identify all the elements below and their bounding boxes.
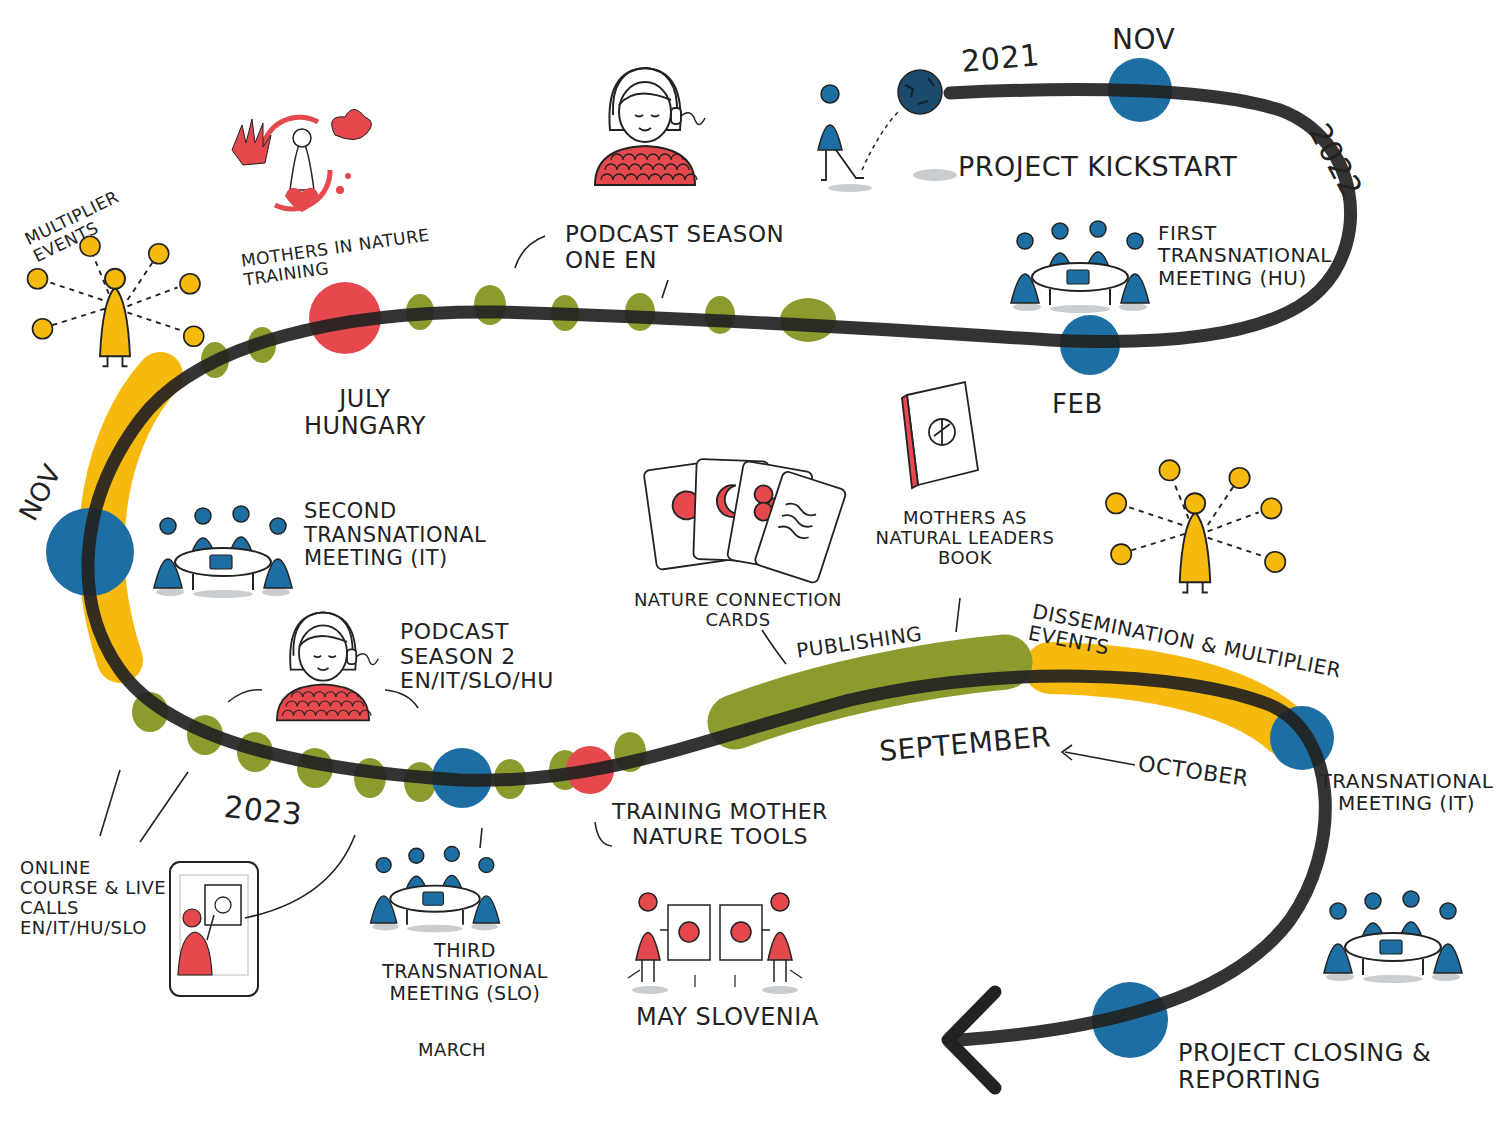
kicker-figure <box>818 70 957 192</box>
timeline-label: MOTHERS AS NATURAL LEADERS BOOK <box>865 508 1065 568</box>
timeline-label: MOTHERS IN NATURE TRAINING <box>240 221 463 289</box>
timeline-label: FIRST TRANSNATIONAL MEETING (HU) <box>1158 222 1368 289</box>
timeline-label: OCTOBER <box>1137 752 1251 792</box>
timeline-label: NATURE CONNECTION CARDS <box>618 590 858 630</box>
timeline-label: PODCAST SEASON ONE EN <box>565 222 800 274</box>
timeline-label: MAY SLOVENIA <box>636 1004 819 1031</box>
timeline-label: NOV <box>14 460 67 526</box>
timeline-label: 2023 <box>222 790 303 832</box>
timeline-label: THIRD TRANSNATIONAL MEETING (SLO) <box>360 940 570 1004</box>
timeline-label: TRANSNATIONAL MEETING (IT) <box>1319 770 1494 815</box>
card-icons <box>643 459 846 584</box>
training-icon <box>232 110 372 213</box>
meeting-table-icon <box>1324 891 1462 983</box>
meeting-table-icon <box>1011 221 1149 313</box>
podcast-icon <box>277 612 379 720</box>
blue-dots <box>46 58 1334 1058</box>
olive-dots <box>132 285 836 802</box>
timeline-label: 2021 <box>960 38 1041 78</box>
timeline-label: SECOND TRANSNATIONAL MEETING (IT) <box>304 500 504 571</box>
podcast-icon <box>595 68 705 185</box>
timeline-label: SEPTEMBER <box>878 721 1052 767</box>
timeline-label: ONLINE COURSE & LIVE CALLS EN/IT/HU/SLO <box>20 858 168 939</box>
leader-lines <box>100 236 1135 918</box>
timeline-label: TRAINING MOTHER NATURE TOOLS <box>605 800 835 849</box>
timeline-label: PODCAST SEASON 2 EN/IT/SLO/HU <box>400 620 600 694</box>
timeline-label: PROJECT CLOSING & REPORTING <box>1178 1040 1463 1094</box>
book-icon <box>902 382 978 488</box>
timeline-label: 2022 <box>1302 118 1368 203</box>
timeline-label: PROJECT KICKSTART <box>958 152 1278 182</box>
timeline-label: FEB <box>1052 390 1103 419</box>
phone-icon <box>170 862 258 996</box>
meeting-table-icon <box>371 846 500 932</box>
meeting-table-icon <box>154 506 292 598</box>
multiplier-icon <box>1106 460 1285 592</box>
tools-training-icon <box>628 893 802 994</box>
timeline-arrowhead <box>948 992 995 1088</box>
timeline-label: MARCH <box>418 1040 486 1060</box>
timeline-label: NOV <box>1112 24 1175 55</box>
timeline-label: JULY HUNGARY <box>295 386 435 440</box>
